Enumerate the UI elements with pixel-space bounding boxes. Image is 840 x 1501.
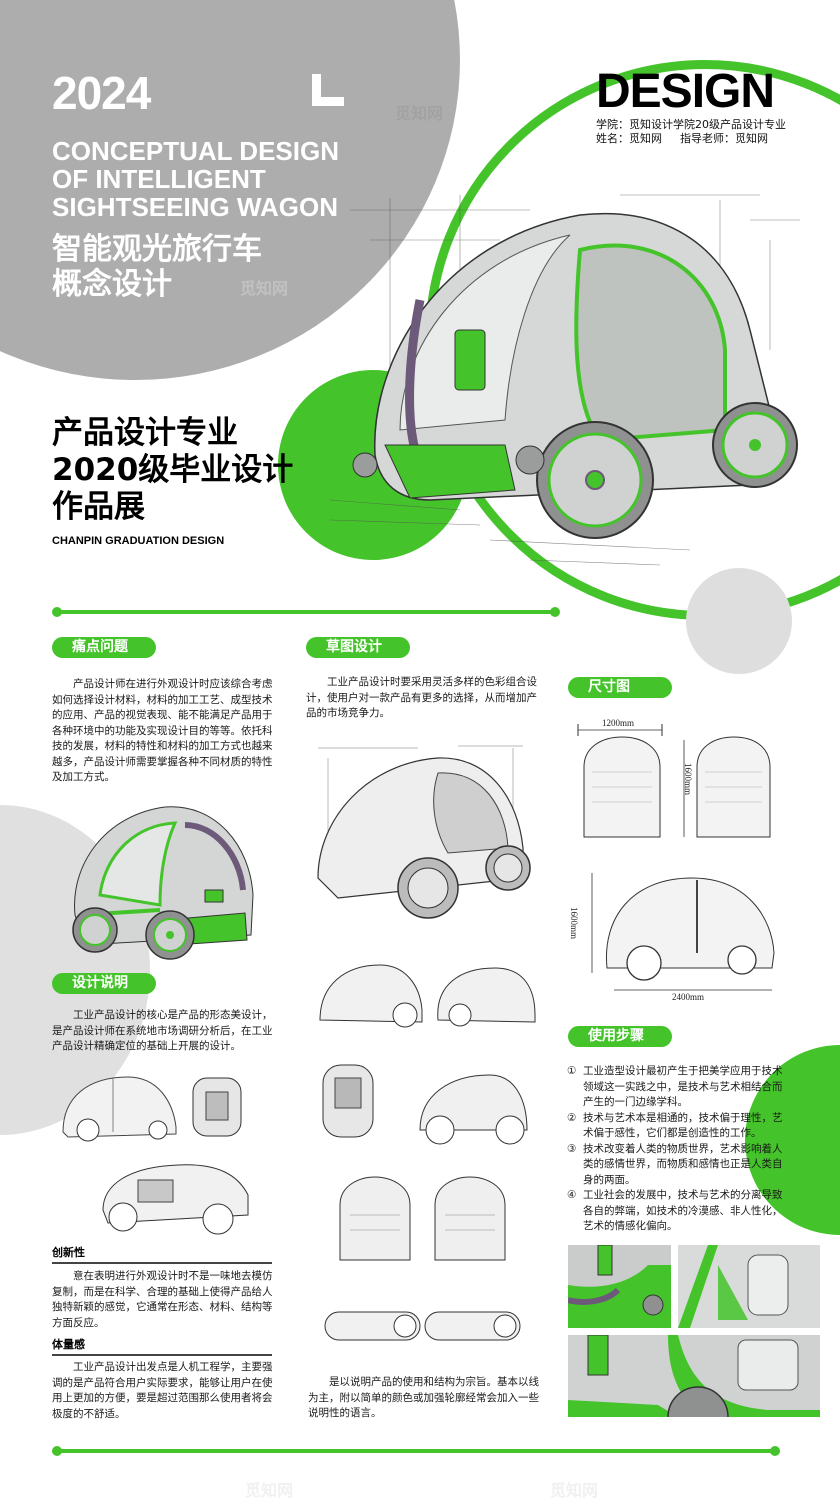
- title-cn-line: 概念设计: [52, 267, 172, 302]
- author-meta: 学院：觅知设计学院20级产品设计专业 姓名：觅知网 指导老师：觅知网: [596, 118, 786, 146]
- side-section-sketch: [58, 1072, 248, 1142]
- perspective-cutaway-sketch: [88, 1155, 258, 1235]
- subtitle-chinese: 产品设计专业 2020级毕业设计 作品展: [52, 415, 293, 526]
- innovation-text: 意在表明进行外观设计时不是一味地去模仿复制，而是在科学、合理的基础上使得产品给人…: [52, 1270, 273, 1329]
- pencil-perspective-sketch: [308, 738, 533, 928]
- title-en-line: OF INTELLIGENT: [52, 164, 266, 194]
- dimension-height-side: 1600mm: [569, 906, 580, 940]
- watermark-text: 觅知网: [395, 104, 444, 123]
- sketch-design-text: 工业产品设计时要采用灵活多样的色彩组合设计，使用户对一款产品有更多的选择，从而增…: [306, 676, 537, 719]
- sketch-bottom-text: 是以说明产品的使用和结构为宗旨。基本以线为主，附以简单的颜色或加强轮廓经常会加入…: [308, 1376, 539, 1419]
- title-cn-line: 智能观光旅行车: [52, 232, 262, 267]
- pill-dimensions: 尺寸图: [568, 677, 672, 698]
- design-heading: DESIGN: [596, 65, 775, 118]
- subtitle-line: 产品设计专业: [52, 415, 238, 451]
- grey-disc-decoration: [686, 568, 792, 674]
- title-en-line: SIGHTSEEING WAGON: [52, 192, 339, 222]
- dimension-height-front: 1600mm: [683, 762, 694, 796]
- innovation-rule: [52, 1262, 272, 1264]
- detail-tile-interior: [678, 1245, 820, 1328]
- detail-render-grid: [568, 1245, 820, 1417]
- hero-car-illustration: [330, 180, 810, 580]
- section-divider-bottom: [52, 1446, 780, 1456]
- watermark-text: 觅知网: [245, 1481, 294, 1500]
- design-notes-text: 工业产品设计的核心是产品的形态美设计，是产品设计师在系统地市场调研分析后，在工业…: [52, 1009, 273, 1052]
- pain-points-text: 产品设计师在进行外观设计时应该综合考虑如何选择设计材料，材料的加工工艺、成型技术…: [52, 678, 273, 783]
- subtitle-english: CHANPIN GRADUATION DESIGN: [52, 535, 225, 547]
- front-rear-dimension-drawing: 1200mm 1600mm: [572, 712, 782, 842]
- pill-sketch-design: 草图设计: [306, 637, 410, 658]
- watermark-text: 觅知网: [550, 1481, 599, 1500]
- l-corner-mark: [312, 74, 344, 106]
- title-english: CONCEPTUAL DESIGN OF INTELLIGENT SIGHTSE…: [52, 137, 339, 221]
- watermark-text: 觅知网: [240, 279, 289, 298]
- college-line: 学院：觅知设计学院20级产品设计专业: [596, 118, 786, 131]
- volume-text: 工业产品设计出发点是人机工程学，主要强调的是产品符合用户实际要求，能够让用户在使…: [52, 1361, 273, 1420]
- dimension-width: 1200mm: [602, 718, 635, 728]
- subtitle-line: 2020级毕业设计: [52, 452, 294, 488]
- detail-tile-front: [568, 1245, 671, 1328]
- title-chinese: 智能观光旅行车 概念设计: [52, 232, 262, 302]
- section-divider-top: [52, 607, 560, 617]
- title-en-line: CONCEPTUAL DESIGN: [52, 136, 339, 166]
- dimension-length: 2400mm: [672, 992, 705, 1002]
- top-view-sketches: [320, 1302, 525, 1352]
- detail-tile-side: [568, 1335, 820, 1417]
- volume-heading: 体量感: [52, 1338, 85, 1351]
- year-label: 2024: [52, 67, 151, 119]
- volume-rule: [52, 1354, 272, 1356]
- subtitle-line: 作品展: [52, 489, 145, 525]
- advisor-line: 指导老师：觅知网: [680, 132, 768, 145]
- car-color-render: [55, 795, 260, 960]
- front-rear-sketches: [320, 1175, 520, 1275]
- pill-design-notes: 设计说明: [52, 973, 156, 994]
- front-side-sketches: [315, 1060, 530, 1150]
- pill-usage-steps: 使用步骤: [568, 1026, 672, 1047]
- innovation-heading: 创新性: [52, 1246, 85, 1259]
- side-dimension-drawing: 1600mm 2400mm: [569, 868, 782, 1002]
- side-view-sketches: [310, 960, 540, 1030]
- name-line: 姓名：觅知网: [596, 132, 662, 145]
- pill-pain-points: 痛点问题: [52, 637, 156, 658]
